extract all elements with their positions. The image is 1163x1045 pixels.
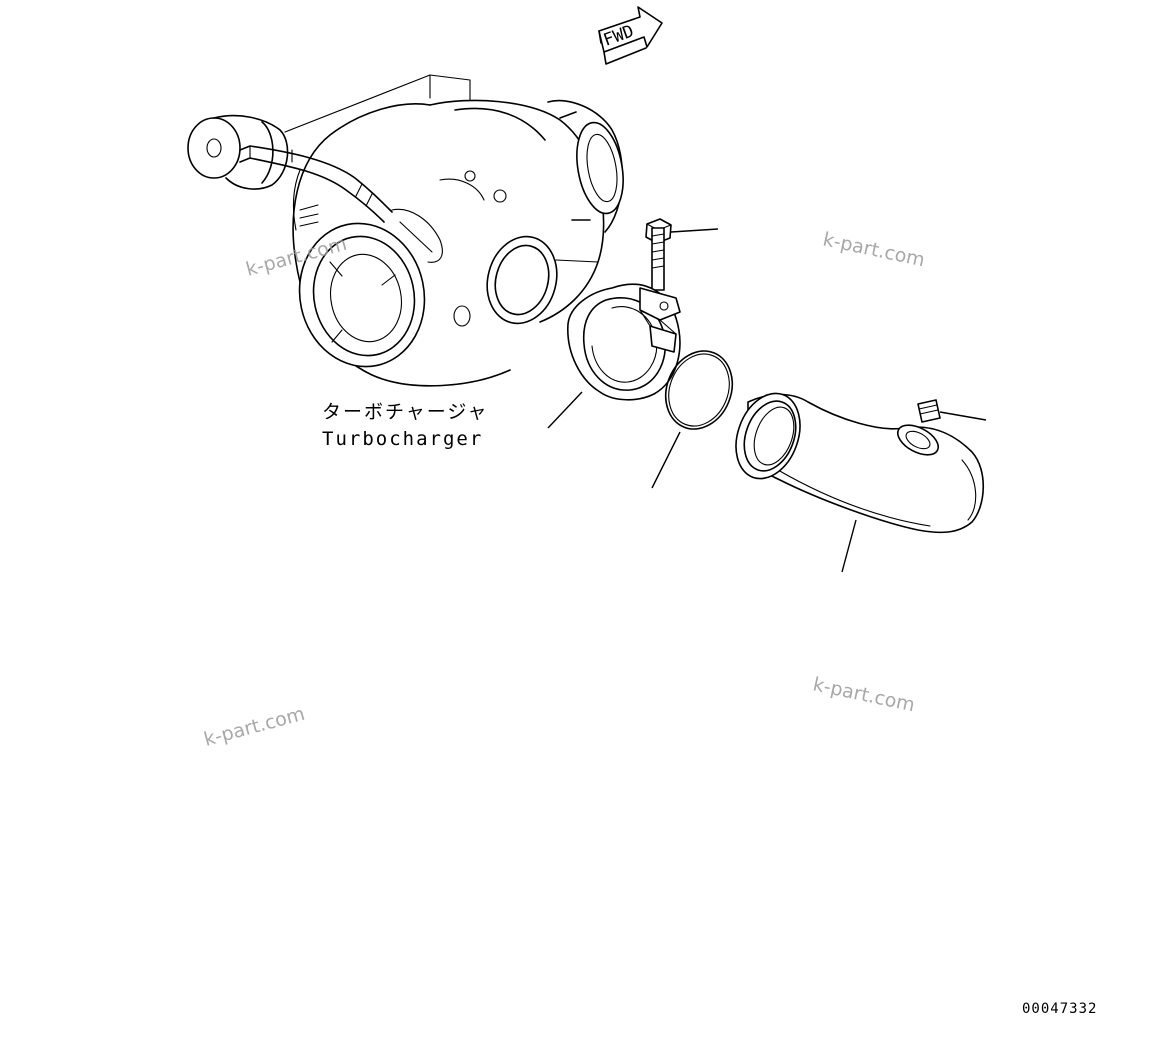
leader-line-clamp bbox=[547, 391, 583, 429]
leader-line-gasket bbox=[651, 431, 681, 489]
elbow-pipe-part bbox=[735, 392, 985, 534]
watermark-2: k-part.com bbox=[821, 228, 927, 271]
turbocharger-label-jp: ターボチャージャ bbox=[322, 401, 488, 423]
watermark-4: k-part.com bbox=[811, 673, 917, 716]
fwd-arrow: FWD bbox=[598, 6, 663, 65]
fwd-label: FWD bbox=[601, 21, 637, 50]
watermark-3: k-part.com bbox=[202, 703, 308, 751]
gasket-ring-part bbox=[664, 350, 734, 430]
leader-line-elbow bbox=[841, 519, 857, 573]
leader-line-nut bbox=[670, 228, 719, 233]
drawing-number: 00047332 bbox=[1022, 1001, 1097, 1017]
v-band-clamp-part bbox=[567, 227, 681, 401]
turbocharger-label-en: Turbocharger bbox=[322, 428, 483, 450]
leader-line-plug bbox=[939, 411, 987, 421]
turbocharger-drawing bbox=[187, 74, 624, 387]
plug-part bbox=[917, 399, 941, 423]
